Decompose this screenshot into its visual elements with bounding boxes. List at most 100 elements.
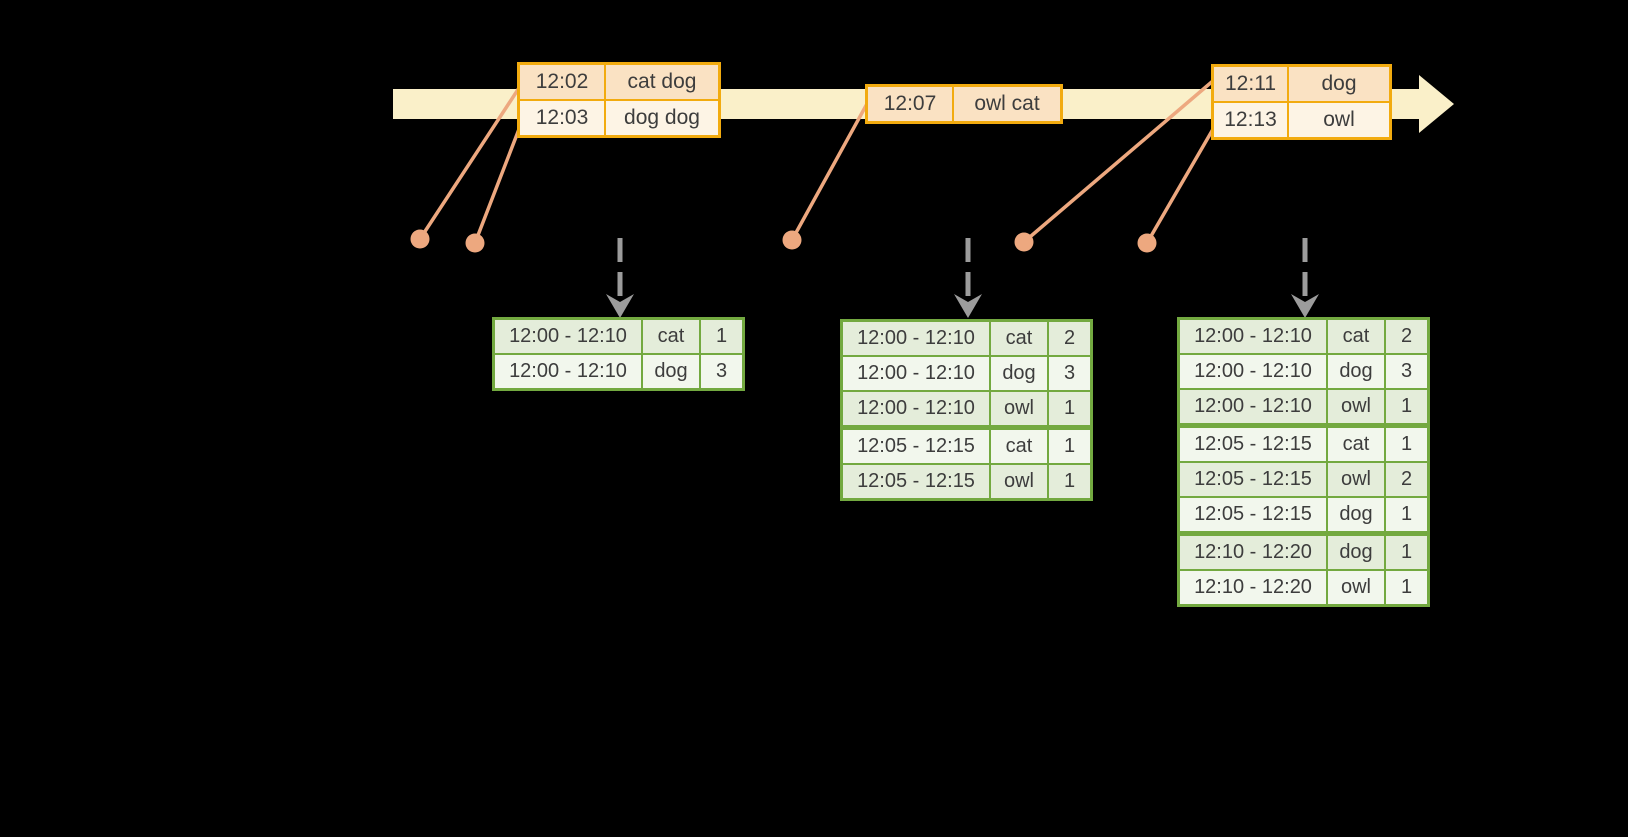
cell: dog: [1326, 496, 1386, 535]
cell: dog: [989, 355, 1049, 392]
cell: 1: [1384, 388, 1430, 427]
cell: 12:02: [517, 62, 606, 101]
cell: 2: [1384, 317, 1430, 355]
cell: owl: [1287, 101, 1392, 140]
event-dot: [1014, 232, 1034, 252]
cell: dog: [1287, 64, 1392, 103]
cell: 12:00 - 12:10: [492, 317, 643, 355]
trigger-arrows: [606, 238, 1319, 318]
cell: 12:00 - 12:10: [840, 319, 991, 357]
cell: cat dog: [604, 62, 721, 101]
cell: 12:10 - 12:20: [1177, 569, 1328, 607]
trigger-arrowhead-icon: [606, 294, 634, 318]
cell: 3: [1384, 353, 1430, 390]
cell: cat: [989, 425, 1049, 465]
cell: cat: [1326, 317, 1386, 355]
cell: 12:13: [1211, 101, 1289, 140]
cell: 2: [1047, 319, 1093, 357]
cell: 3: [1047, 355, 1093, 392]
cell: 1: [1384, 531, 1430, 571]
cell: 12:10 - 12:20: [1177, 531, 1328, 571]
cell: cat: [641, 317, 701, 355]
cell: owl: [1326, 569, 1386, 607]
cell: 2: [1384, 461, 1430, 498]
cell: 1: [1047, 390, 1093, 429]
trigger-arrowhead-icon: [954, 294, 982, 318]
cell: 3: [699, 353, 745, 391]
event-dot: [782, 230, 802, 250]
cell: 12:00 - 12:10: [840, 390, 991, 429]
connector-line: [418, 86, 521, 241]
cell: 1: [1384, 496, 1430, 535]
cell: 12:05 - 12:15: [840, 425, 991, 465]
cell: 1: [1047, 425, 1093, 465]
cell: owl: [989, 390, 1049, 429]
cell: 12:00 - 12:10: [1177, 317, 1328, 355]
cell: owl: [989, 463, 1049, 501]
cell: dog: [1326, 353, 1386, 390]
event-dot: [1137, 233, 1157, 253]
cell: 12:05 - 12:15: [840, 463, 991, 501]
cell: 1: [1384, 423, 1430, 463]
connector-line: [1022, 78, 1216, 244]
cell: 1: [1047, 463, 1093, 501]
cell: 12:00 - 12:10: [840, 355, 991, 392]
connector-line: [473, 122, 523, 245]
event-dot: [465, 233, 485, 253]
cell: owl: [1326, 388, 1386, 427]
cell: 12:05 - 12:15: [1177, 496, 1328, 535]
connector-line: [1145, 122, 1218, 245]
cell: 12:00 - 12:10: [1177, 353, 1328, 390]
connector-line: [790, 100, 870, 242]
connector-lines: [418, 78, 1218, 245]
cell: 12:11: [1211, 64, 1289, 103]
cell: 12:00 - 12:10: [1177, 388, 1328, 427]
cell: 12:05 - 12:15: [1177, 461, 1328, 498]
cell: 12:07: [865, 84, 954, 124]
cell: 12:00 - 12:10: [492, 353, 643, 391]
cell: dog: [641, 353, 701, 391]
cell: owl cat: [952, 84, 1063, 124]
event-dots: [410, 229, 1157, 253]
cell: cat: [989, 319, 1049, 357]
cell: cat: [1326, 423, 1386, 463]
cell: owl: [1326, 461, 1386, 498]
event-dot: [410, 229, 430, 249]
cell: dog dog: [604, 99, 721, 138]
cell: 1: [1384, 569, 1430, 607]
timeline-arrowhead-icon: [1419, 75, 1454, 133]
cell: dog: [1326, 531, 1386, 571]
